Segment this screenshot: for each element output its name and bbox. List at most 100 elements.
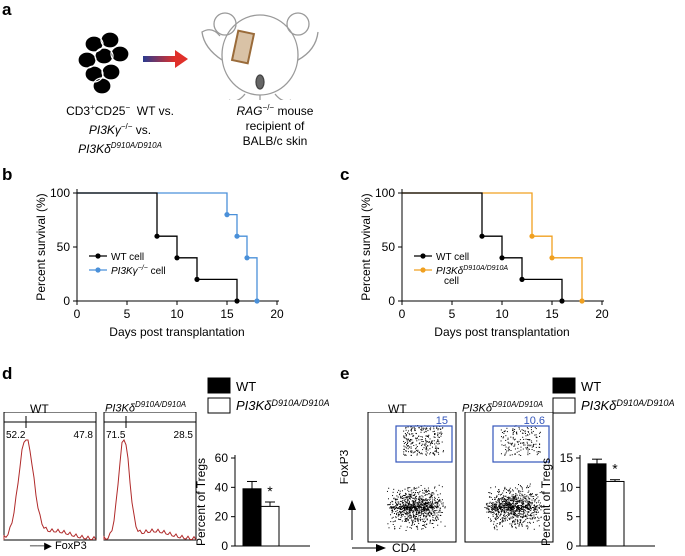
dot (423, 513, 425, 515)
dot (434, 505, 436, 507)
dot (402, 507, 404, 509)
dot (414, 506, 416, 508)
dot (401, 513, 403, 515)
dot (400, 507, 402, 509)
dot (394, 509, 396, 511)
dot (522, 503, 524, 505)
dot (389, 503, 391, 505)
dot (495, 506, 497, 508)
data-point (154, 233, 160, 239)
dot (510, 498, 512, 500)
dot (419, 451, 421, 453)
dot (522, 498, 524, 500)
panel-label-d: d (2, 364, 13, 383)
dot (406, 440, 408, 442)
dot (509, 509, 511, 511)
dot (532, 493, 534, 495)
dot (417, 528, 419, 530)
dot (518, 491, 520, 493)
dot (501, 517, 503, 519)
data-point (559, 298, 565, 304)
dot (486, 502, 488, 504)
dot (511, 454, 513, 456)
dot (433, 453, 435, 455)
dot (415, 438, 417, 440)
dot (500, 508, 502, 510)
dot (406, 439, 408, 441)
dot (418, 501, 420, 503)
dot (422, 504, 424, 506)
dot (526, 508, 528, 510)
dot (539, 444, 541, 446)
dot (415, 510, 417, 512)
dot (419, 520, 421, 522)
dot (410, 426, 412, 428)
dot (523, 510, 525, 512)
dot (516, 451, 518, 453)
dot (522, 442, 524, 444)
dot (503, 509, 505, 511)
data-point (194, 276, 200, 282)
dot (406, 496, 408, 498)
dot (437, 514, 439, 516)
arrow-right-icon: ──▶ (30, 541, 52, 552)
dot (494, 517, 496, 519)
dot (427, 502, 429, 504)
dot (522, 490, 524, 492)
dot (531, 506, 533, 508)
dot (400, 511, 402, 513)
dot (392, 495, 394, 497)
dot (415, 496, 417, 498)
dot (504, 511, 506, 513)
dot (415, 500, 417, 502)
series-line (402, 192, 583, 301)
dot (514, 495, 516, 497)
dot (420, 436, 422, 438)
dot (485, 507, 487, 509)
x-tick-label: 15 (545, 307, 559, 321)
dot (500, 507, 502, 509)
dot (488, 517, 490, 519)
dot (432, 509, 434, 511)
dot (536, 440, 538, 442)
dot (429, 495, 431, 497)
histogram-frame (103, 412, 197, 541)
dot (404, 507, 406, 509)
dot (537, 452, 539, 454)
dot (530, 429, 532, 431)
dot (513, 511, 515, 513)
dot (523, 500, 525, 502)
dot (431, 440, 433, 442)
dot (500, 494, 502, 496)
dot (492, 507, 494, 509)
dot (417, 519, 419, 521)
dot (509, 454, 511, 456)
dot (499, 522, 501, 524)
dot (534, 507, 536, 509)
dot (409, 440, 411, 442)
dot (437, 433, 439, 435)
dot (407, 430, 409, 432)
dot (487, 509, 489, 511)
dot (526, 448, 528, 450)
dot (411, 520, 413, 522)
dot (517, 507, 519, 509)
dot (511, 508, 513, 510)
dot (529, 503, 531, 505)
dot (409, 512, 411, 514)
dot (408, 491, 410, 493)
dot (434, 502, 436, 504)
dot (486, 511, 488, 513)
dot (525, 506, 527, 508)
dot (413, 494, 415, 496)
dot (434, 518, 436, 520)
dot (500, 507, 502, 509)
dot (432, 506, 434, 508)
dot (433, 510, 435, 512)
dot (499, 522, 501, 524)
dot (502, 497, 504, 499)
dot (517, 447, 519, 449)
dot (407, 426, 409, 428)
dot (488, 509, 490, 511)
